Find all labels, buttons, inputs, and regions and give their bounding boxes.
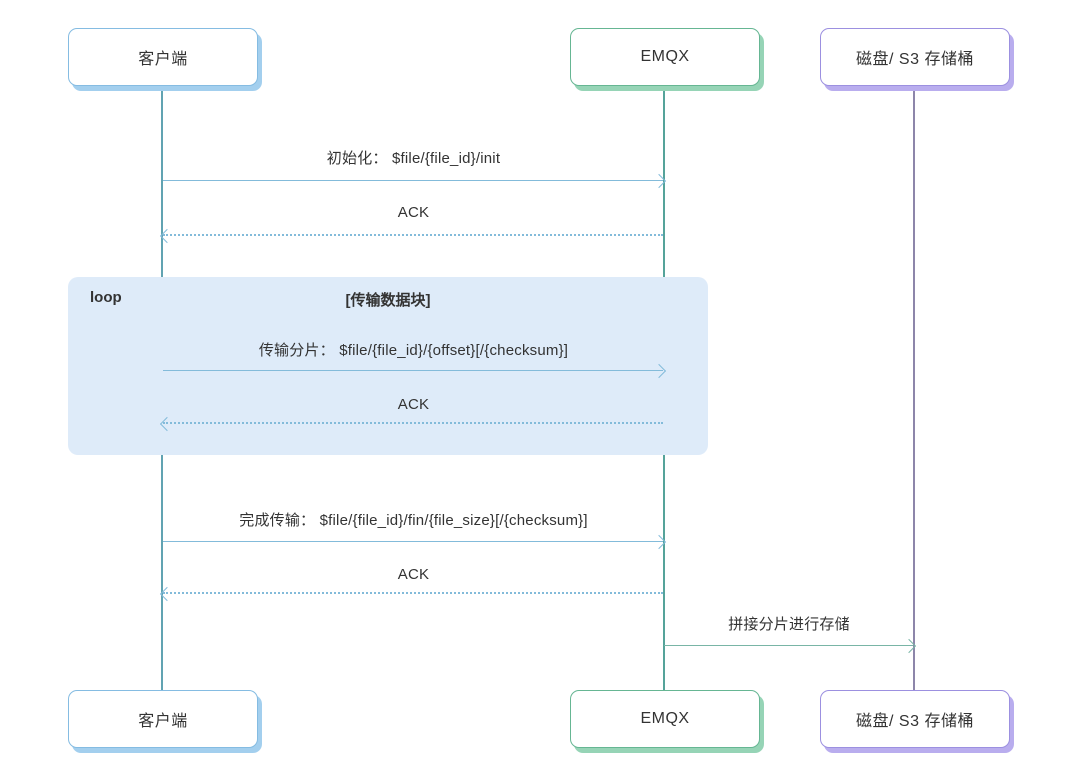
arrow-fin-ack	[159, 586, 663, 601]
loop-block: loop [传输数据块]	[68, 277, 708, 455]
actor-storage-label: 磁盘/ S3 存储桶	[856, 713, 974, 730]
arrow-segment	[163, 363, 667, 378]
message-segment-label: 传输分片： $file/{file_id}/{offset}[/{checksu…	[258, 342, 569, 359]
actor-emqx-label: EMQX	[640, 710, 690, 727]
loop-keyword-label: loop	[90, 289, 122, 306]
actor-client-label: 客户端	[138, 51, 188, 68]
actor-storage-top: 磁盘/ S3 存储桶	[820, 28, 1010, 86]
message-fin-ack-label: ACK	[397, 566, 430, 583]
lifeline-storage	[913, 86, 915, 690]
actor-storage-bottom: 磁盘/ S3 存储桶	[820, 690, 1010, 748]
arrow-segment-ack	[159, 416, 663, 431]
arrow-store	[664, 638, 917, 653]
actor-emqx-top: EMQX	[570, 28, 760, 86]
message-init-label: 初始化： $file/{file_id}/init	[326, 150, 501, 167]
actor-client-label: 客户端	[138, 713, 188, 730]
message-init-ack-label: ACK	[397, 204, 430, 221]
loop-title: [传输数据块]	[345, 292, 431, 309]
actor-client-top: 客户端	[68, 28, 258, 86]
actor-client-bottom: 客户端	[68, 690, 258, 748]
arrow-fin	[163, 534, 667, 549]
message-segment-ack-label: ACK	[397, 396, 430, 413]
arrow-init-ack	[159, 228, 663, 243]
actor-emqx-bottom: EMQX	[570, 690, 760, 748]
message-fin-label: 完成传输： $file/{file_id}/fin/{file_size}[/{…	[239, 512, 588, 529]
actor-emqx-label: EMQX	[640, 48, 690, 65]
actor-storage-label: 磁盘/ S3 存储桶	[856, 51, 974, 68]
message-store-label: 拼接分片进行存储	[728, 616, 850, 633]
arrow-init	[163, 173, 667, 188]
